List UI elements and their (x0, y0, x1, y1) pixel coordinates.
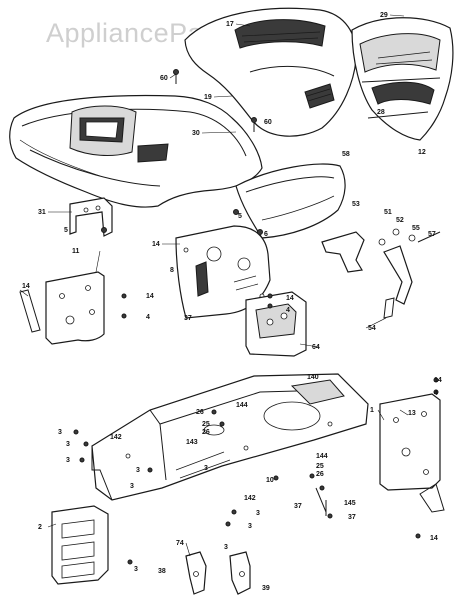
callout-label: 10 (266, 477, 274, 484)
callout-label: 142 (244, 495, 256, 502)
callout-label: 142 (110, 434, 122, 441)
callout-label: 26 (316, 471, 324, 478)
grille-assembly (351, 17, 454, 141)
fasteners (73, 69, 439, 565)
callout-label: 3 (134, 566, 138, 573)
callout-label: 11 (72, 248, 80, 255)
callout-label: 143 (186, 439, 198, 446)
callout-label: 64 (312, 344, 320, 351)
callout-label: 3 (224, 544, 228, 551)
callout-label: 19 (204, 94, 212, 101)
callout-label: 4 (146, 314, 150, 321)
callout-label: 52 (396, 217, 404, 224)
callout-label: 3 (248, 523, 252, 530)
callout-label: 8 (170, 267, 174, 274)
callout-label: 17 (226, 21, 234, 28)
callout-label: 55 (412, 225, 420, 232)
callout-label: 31 (38, 209, 46, 216)
callout-label: 6 (264, 231, 268, 238)
lift-linkage (321, 228, 441, 319)
callout-label: 3 (58, 429, 62, 436)
callout-labels: 17 29 60 19 28 60 30 12 58 31 5 5 14 6 8… (22, 12, 442, 592)
callout-label: 145 (344, 500, 356, 507)
callout-label: 3 (204, 465, 208, 472)
callout-label: 58 (342, 151, 350, 158)
callout-label: 25 (202, 421, 210, 428)
left-side-plate (19, 271, 105, 345)
callout-label: 4 (434, 390, 438, 397)
callout-label: 3 (136, 467, 140, 474)
fender-assembly (9, 94, 263, 208)
callout-label: 3 (256, 510, 260, 517)
callout-label: 3 (130, 483, 134, 490)
callout-label: 37 (294, 503, 302, 510)
callout-label: 14 (152, 241, 160, 248)
callout-label: 14 (22, 283, 30, 290)
callout-label: 14 (146, 293, 154, 300)
callout-label: 26 (202, 429, 210, 436)
bracket-64 (245, 291, 307, 357)
callout-label: 57 (428, 231, 436, 238)
callout-label: 51 (384, 209, 392, 216)
callout-label: 29 (380, 12, 388, 19)
callout-label: 144 (236, 402, 248, 409)
hood-assembly (184, 7, 357, 137)
axle-brackets (185, 551, 251, 595)
callout-label: 28 (377, 109, 385, 116)
callout-label: 14 (434, 377, 442, 384)
callout-label: 60 (160, 75, 168, 82)
callout-label: 3 (66, 441, 70, 448)
callout-label: 1 (370, 407, 374, 414)
callout-label: 5 (238, 213, 242, 220)
callout-label: 25 (316, 463, 324, 470)
right-side-plate (379, 393, 445, 513)
callout-label: 30 (192, 130, 200, 137)
main-frame (91, 373, 369, 501)
callout-label: 54 (368, 325, 376, 332)
callout-label: 14 (430, 535, 438, 542)
callout-label: 13 (408, 410, 416, 417)
leader-lines (19, 23, 409, 557)
callout-label: 39 (262, 585, 270, 592)
callout-label: 26 (196, 409, 204, 416)
callout-label: 144 (316, 453, 328, 460)
callout-label: 3 (66, 457, 70, 464)
callout-label: 4 (286, 307, 290, 314)
callout-label: 37 (184, 315, 192, 322)
callout-label: 53 (352, 201, 360, 208)
bracket-31 (69, 197, 113, 237)
callout-label: 12 (418, 149, 426, 156)
callout-label: 60 (264, 119, 272, 126)
callout-label: 74 (176, 540, 184, 547)
front-plate (51, 505, 109, 585)
callout-label: 14 (286, 295, 294, 302)
callout-label: 5 (64, 227, 68, 234)
heat-shield (235, 163, 346, 239)
callout-label: 2 (38, 524, 42, 531)
callout-label: 38 (158, 568, 166, 575)
callout-label: 140 (307, 374, 319, 381)
callout-label: 37 (348, 514, 356, 521)
